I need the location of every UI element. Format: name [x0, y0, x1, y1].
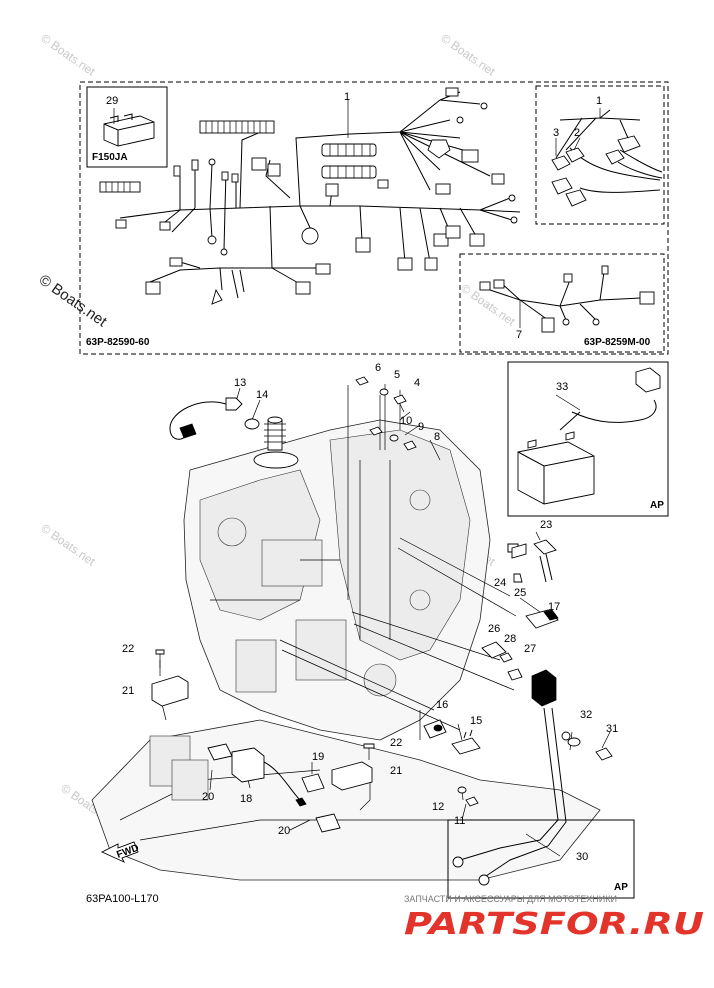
callout-3: 3: [553, 127, 559, 139]
callout-5: 5: [394, 369, 400, 381]
logo-subtitle: ЗАПЧАСТИ И АКСЕССУАРЫ ДЛЯ МОТОТЕХНИКИ: [404, 894, 617, 904]
callout-26: 26: [488, 623, 500, 635]
partsfor-logo: ЗАПЧАСТИ И АКСЕССУАРЫ ДЛЯ МОТОТЕХНИКИ PA…: [404, 894, 704, 942]
harness-sub-part-number: 63P-8259M-00: [584, 337, 651, 348]
callout-16: 16: [436, 699, 448, 711]
callout-21: 21: [122, 685, 134, 697]
callout-32: 32: [580, 709, 592, 721]
callout-33: 33: [556, 381, 568, 393]
callout-1: 1: [344, 91, 350, 103]
callout-12: 12: [432, 801, 444, 813]
callout-10: 10: [400, 415, 412, 427]
engine-block: [91, 416, 601, 881]
callout-31: 31: [606, 723, 618, 735]
callout-25: 25: [514, 587, 526, 599]
connector-29: [103, 113, 155, 147]
callout-27: 27: [524, 643, 536, 655]
callout-23: 23: [540, 519, 552, 531]
callout-6: 6: [375, 362, 381, 374]
ap-label-right: AP: [650, 500, 664, 511]
callout-11: 11: [454, 815, 465, 827]
callout-20: 20: [202, 791, 214, 803]
diagram-code: 63PA100-L170: [86, 893, 159, 905]
callout-30: 30: [576, 851, 588, 863]
watermark-text: © Boats.net: [38, 31, 98, 79]
ap-panel-battery: AP: [507, 361, 669, 517]
callout-2: 2: [574, 127, 580, 139]
parts: AP FWD: [100, 376, 635, 899]
callout-4: 4: [414, 377, 420, 389]
watermark-text: © Boats.net: [36, 271, 111, 330]
callout-1: 1: [596, 95, 602, 107]
harness-plug-long: [199, 120, 275, 134]
callout-8: 8: [434, 431, 440, 443]
callout-29: 29: [106, 95, 118, 107]
callout-9: 9: [418, 421, 424, 433]
watermark-text: © Boats.net: [38, 521, 98, 569]
model-label: F150JA: [92, 152, 128, 163]
callout-20: 20: [278, 825, 290, 837]
callout-18: 18: [240, 793, 252, 805]
callout-14: 14: [256, 389, 268, 401]
ap-label-bottom: AP: [614, 882, 628, 893]
callout-17: 17: [548, 601, 560, 613]
callout-15: 15: [470, 715, 482, 727]
logo-brand: PARTSFOR.RU: [404, 907, 704, 942]
harness-panel-main: F150JA: [79, 81, 669, 355]
callout-19: 19: [312, 751, 324, 763]
callout-7: 7: [516, 329, 522, 341]
callout-22: 22: [390, 737, 402, 749]
harness-main-part-number: 63P-82590-60: [86, 337, 150, 348]
callout-24: 24: [494, 577, 506, 589]
watermark-text: © Boats.net: [438, 31, 498, 79]
callout-numbers: 1 1 2 3 29 7 13 14 6 5 4 10 9 8 33 23 24…: [106, 91, 618, 863]
callout-21: 21: [390, 765, 402, 777]
callout-22: 22: [122, 643, 134, 655]
callout-28: 28: [504, 633, 516, 645]
callout-13: 13: [234, 377, 246, 389]
